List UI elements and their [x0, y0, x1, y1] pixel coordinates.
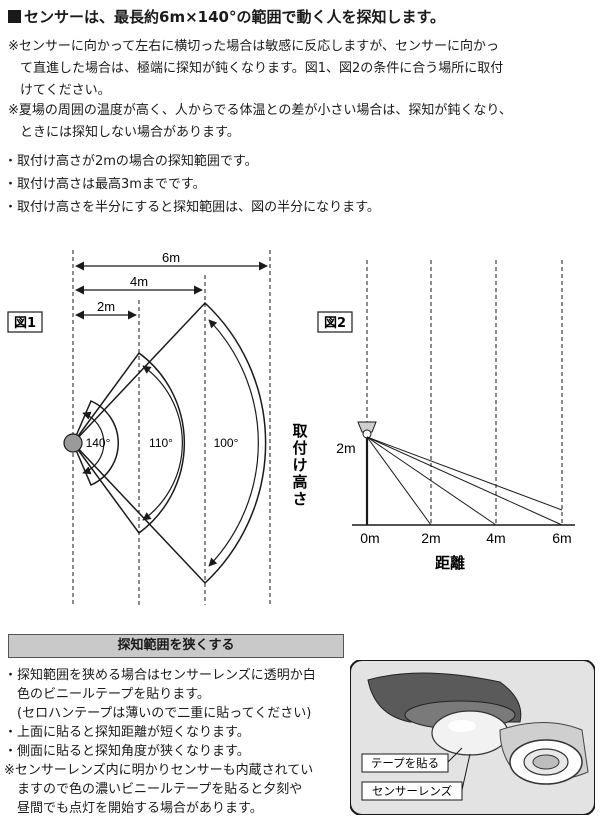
note-1-line-3: けてください。 — [20, 83, 111, 98]
section-title-bar: 探知範囲を狭くする — [8, 634, 344, 658]
angle-label-100: 100° — [214, 436, 239, 450]
note-1-line-2: て直進した場合は、極端に探知が鈍くなります。図1、図2の条件に合う場所に取付 — [20, 61, 504, 76]
sensor-head-icon — [357, 421, 377, 433]
sensor-lens-photo: テープを貼る センサーレンズ — [350, 660, 595, 815]
sector-100deg — [71, 301, 267, 585]
vertical-axis-label: 取付け高さ — [292, 422, 308, 508]
sensor-position-icon — [63, 433, 83, 453]
note-1-line-1: ※センサーに向かって左右に横切った場合は敏感に反応しますが、センサーに向かっ — [8, 39, 499, 54]
dim-label-6m: 6m — [162, 250, 180, 265]
note-2-line-2: ときには探知しない場合があります。 — [20, 125, 240, 140]
angle-label-140: 140° — [86, 436, 111, 450]
distance-axis-label: 距離 — [435, 554, 465, 572]
figure-1-label: 図1 — [14, 316, 36, 331]
bullet-item: ・取付け高さは最高3mまでです。 — [4, 177, 206, 192]
angle-arc-110 — [142, 365, 183, 521]
figure-1: 6m 4m 2m 図1 140° 110° 100° — [7, 250, 271, 605]
section-line: ますので色の濃いビニールテープを貼ると夕刻や — [4, 782, 303, 797]
section-line: ・側面に貼ると探知角度が狭くなります。 — [4, 744, 250, 759]
angle-label-110: 110° — [149, 436, 173, 450]
tick-label-2m: 2m — [421, 530, 440, 546]
figure-1-label-box — [7, 311, 43, 333]
callout-box-lens — [361, 781, 463, 801]
section-line: ・上面に貼ると探知距離が短くなります。 — [4, 725, 250, 740]
figure-2-label-box — [317, 311, 353, 333]
detection-range-diagrams: 6m 4m 2m 図1 140° 110° 100° — [7, 250, 575, 605]
bullet-item: ・取付け高さが2mの場合の探知範囲です。 — [4, 154, 258, 169]
bullet-item: ・取付け高さを半分にすると探知範囲は、図の半分になります。 — [4, 200, 380, 215]
height-label: 2m — [336, 440, 355, 456]
sensor-lens-dome — [431, 710, 509, 756]
section-line: ・探知範囲を狭める場合はセンサーレンズに透明か白 — [4, 668, 316, 683]
callout-leader-lens — [461, 753, 471, 791]
section-line: (セロハンテープは薄いので二重に貼ってください) — [4, 706, 312, 721]
angle-arc-140 — [82, 411, 105, 475]
page-heading: センサーは、最長約6m×140°の範囲で動く人を探知します。 — [8, 6, 445, 27]
heading-text: センサーは、最長約6m×140°の範囲で動く人を探知します。 — [24, 8, 445, 26]
lens-highlight — [448, 720, 476, 732]
section-title: 探知範囲を狭くする — [117, 638, 235, 653]
callout-leader-tape — [445, 747, 463, 765]
tick-label-6m: 6m — [552, 530, 571, 546]
callout-lens-text: センサーレンズ — [372, 784, 452, 798]
sector-140deg — [72, 400, 119, 486]
tick-label-0m: 0m — [360, 530, 379, 546]
note-2-line-1: ※夏場の周囲の温度が高く、人からでる体温との差が小さい場合は、探知が鈍くなり、 — [8, 103, 512, 118]
callout-box-tape — [361, 753, 449, 773]
section-line: 色のビニールテープを貼ります。 — [4, 687, 210, 702]
dim-label-2m: 2m — [97, 299, 115, 314]
square-bullet-icon — [8, 10, 21, 23]
detection-ray-4m — [366, 436, 497, 526]
angle-arc-100 — [208, 319, 259, 567]
detection-ray-upper — [366, 436, 563, 511]
detection-ray-6m — [366, 436, 563, 526]
tape-roll-hole — [532, 754, 560, 770]
sensor-lens-icon — [362, 429, 372, 439]
callout-tape-text: テープを貼る — [371, 756, 439, 770]
section-line: 昼間でも点灯を開始する場合があります。 — [4, 801, 263, 816]
figure-2-label: 図2 — [324, 316, 346, 331]
section-line: ※センサーレンズ内に明かりセンサーも内蔵されてい — [4, 763, 314, 778]
figure-2: 図2 2m 取付け高さ 0m 2m 4m 6m 距離 — [292, 260, 575, 572]
dim-label-4m: 4m — [130, 274, 148, 289]
detection-ray-2m — [366, 436, 432, 526]
sector-110deg — [72, 351, 186, 535]
tick-label-4m: 4m — [486, 530, 505, 546]
